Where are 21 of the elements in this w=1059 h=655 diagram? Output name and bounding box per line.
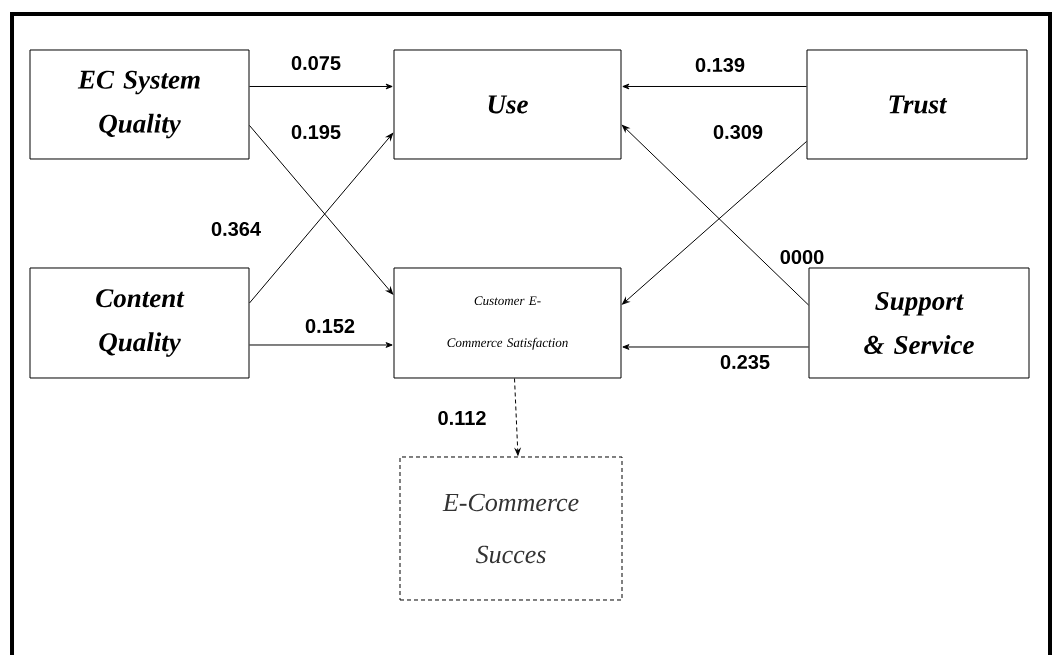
edge-label: 0.235 [719,353,772,371]
edge-label: 0.364 [210,220,263,238]
arrow [622,83,807,90]
construct-box: Use [393,49,622,160]
edge-label: 0.075 [290,54,343,72]
edge-label: 0000 [778,248,826,266]
edge-label: 0.152 [304,317,357,335]
construct-box: Support & Service [808,267,1030,379]
construct-box: Customer E-Commerce Satisfaction [393,267,622,379]
outcome-box: E-Commerce Succes [399,456,623,601]
edge-label: 0.309 [712,123,765,141]
construct-box: Trust [806,49,1028,160]
construct-box: Content Quality [29,267,250,379]
edge-label: 0.139 [694,56,747,74]
edge-label: 0.195 [290,123,343,141]
edge-label: 0.112 [436,409,488,427]
construct-box: EC System Quality [29,49,250,160]
arrow [249,83,393,90]
arrow [249,342,393,348]
arrow [622,344,809,350]
arrow [514,378,521,456]
